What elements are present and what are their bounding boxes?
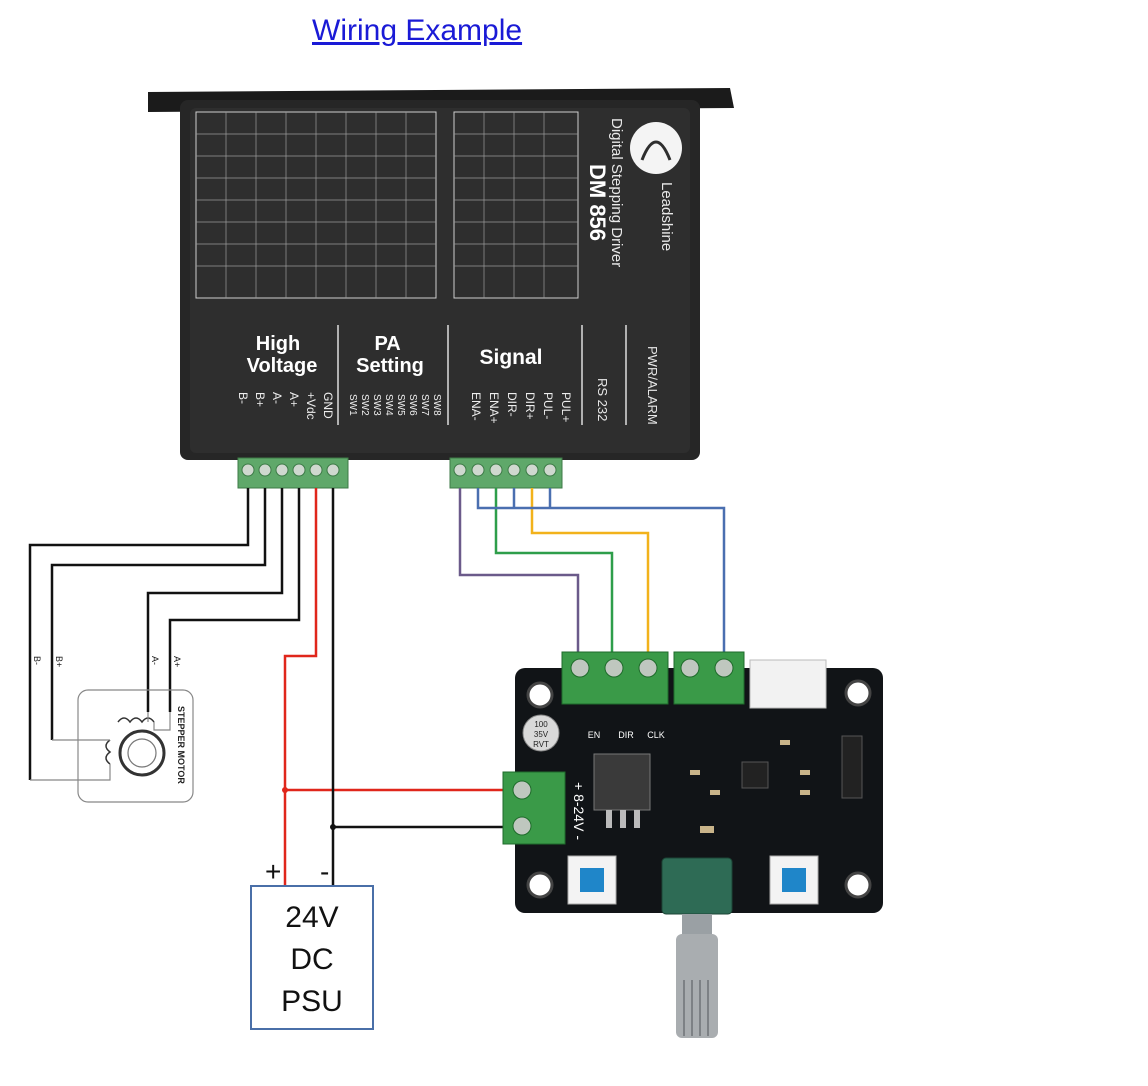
section-signal: Signal [479,346,542,369]
controller-power-terminal [502,771,566,845]
sw-pin-label-0: SW8 [431,394,442,416]
motor-pin-label-2: A- [150,656,160,665]
section-hv-line2: Voltage [247,355,318,377]
hv-pin-label-5: B- [236,392,250,404]
sw-pin-label-6: SW2 [359,394,370,416]
controller-terminal-labels: EN DIR CLK [588,730,665,740]
signal-pin-label-2: DIR+ [523,392,537,420]
hv-pin-label-3: A- [270,392,284,404]
section-pa-setting: PA Setting [356,333,424,377]
section-hv-line1: High [256,333,300,355]
signal-pin-label-5: ENA- [469,392,483,421]
red-wire [283,488,318,885]
section-pa-line2: Setting [356,355,424,377]
signal-pin-label-3: DIR- [505,392,519,417]
motor-pin-labels: B- B+ A- A+ [32,656,182,667]
driver-pwr-alarm: PWR/ALARM [645,346,660,425]
psu-plus-label: + [265,856,282,887]
signal-terminal-block [449,457,563,489]
capacitor-label-1: 100 [534,720,548,729]
sw-pin-label-4: SW4 [383,394,394,416]
yellow-wire [530,488,650,652]
controller-terminal-block-right [673,651,745,705]
diagram-title: Wiring Example [312,14,523,47]
motor-pin-label-3: A+ [172,656,182,667]
hv-pin-label-4: B+ [253,392,267,407]
driver-rs232: RS 232 [595,378,610,421]
purple-wire [458,488,580,652]
hv-pin-label-0: GND [321,392,335,419]
controller-power-label: + 8-24V - [571,782,587,840]
hv-pin-label-1: +Vdc [304,392,318,420]
sw-pin-label-2: SW6 [407,394,418,416]
white-connector [749,659,827,709]
hv-pin-label-2: A+ [287,392,301,407]
section-pa-line1: PA [374,333,400,355]
blue-wire [476,488,726,652]
motor-pin-label-0: B- [32,656,42,665]
psu-line-3: PSU [281,985,343,1018]
driver-brand: Leadshine [658,182,675,251]
green-wire [494,488,614,652]
sw-pin-label-3: SW5 [395,394,406,416]
capacitor-label-3: RVT [533,740,549,749]
controller-board: EN DIR CLK + 8-24V - 100 35V RVT [502,651,883,1038]
power-supply-unit: 24V DC PSU [250,885,374,1030]
controller-terminal-label-2: CLK [647,730,665,740]
driver-product: Digital Stepping Driver [608,118,625,267]
sw-pin-label-5: SW3 [371,394,382,416]
motor-label: STEPPER MOTOR [176,706,186,784]
motor-pin-label-1: B+ [54,656,64,667]
psu-line-2: DC [290,943,334,976]
capacitor-label-2: 35V [534,730,549,739]
psu-line-1: 24V [285,901,339,934]
sw-pin-label-7: SW1 [347,394,358,416]
signal-pin-labels: PUL+ PUL- DIR+ DIR- ENA+ ENA- [469,392,573,424]
psu-minus-label: - [320,856,330,887]
controller-terminal-label-1: DIR [618,730,634,740]
driver-model: DM 856 [585,164,610,241]
potentiometer[interactable] [661,857,733,915]
signal-pin-label-0: PUL+ [559,392,573,422]
wires [28,488,726,885]
controller-terminal-label-0: EN [588,730,601,740]
signal-pin-label-1: PUL- [541,392,555,419]
sw-pin-label-1: SW7 [419,394,430,416]
stepper-driver: Leadshine Digital Stepping Driver DM 856… [148,88,734,489]
stepper-motor: STEPPER MOTOR B- B+ A- A+ [30,656,194,803]
potentiometer-knob[interactable] [676,934,718,1038]
signal-pin-label-4: ENA+ [487,392,501,424]
